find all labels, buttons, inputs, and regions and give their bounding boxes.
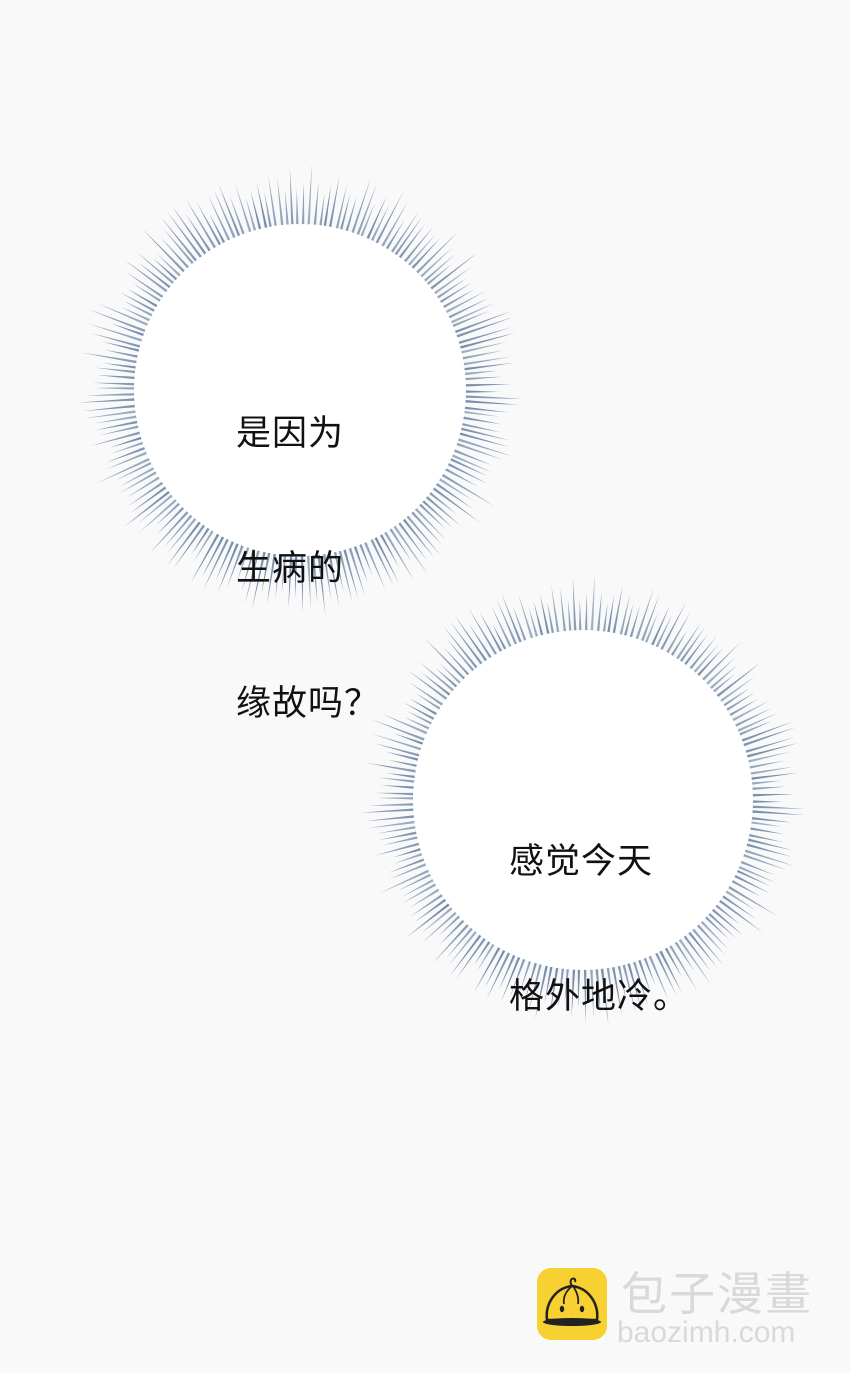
brand-url: baozimh.com	[617, 1316, 796, 1349]
bubble-1-line-2: 生病的	[236, 549, 345, 589]
brand-name: 包子漫畫	[621, 1267, 813, 1321]
steamed-bun-icon	[537, 1268, 607, 1340]
burst-rays-2	[360, 575, 805, 1025]
bubble-1-line-3: 缘故吗？	[236, 684, 381, 724]
bubble-1-text: 是因为 生病的 缘故吗？	[236, 322, 380, 772]
watermark: 包子漫畫 baozimh.com	[537, 1267, 827, 1349]
bubble-2-line-2: 格外地冷。	[509, 977, 690, 1017]
bubble-2-line-1: 感觉今天	[509, 842, 654, 882]
bubble-2-text: 感觉今天 格外地冷。	[509, 750, 689, 1065]
thought-bubble-2	[358, 575, 808, 1025]
burst-rays-1	[77, 165, 522, 615]
bubble-1-line-1: 是因为	[236, 414, 345, 454]
thought-bubble-1	[75, 165, 525, 615]
